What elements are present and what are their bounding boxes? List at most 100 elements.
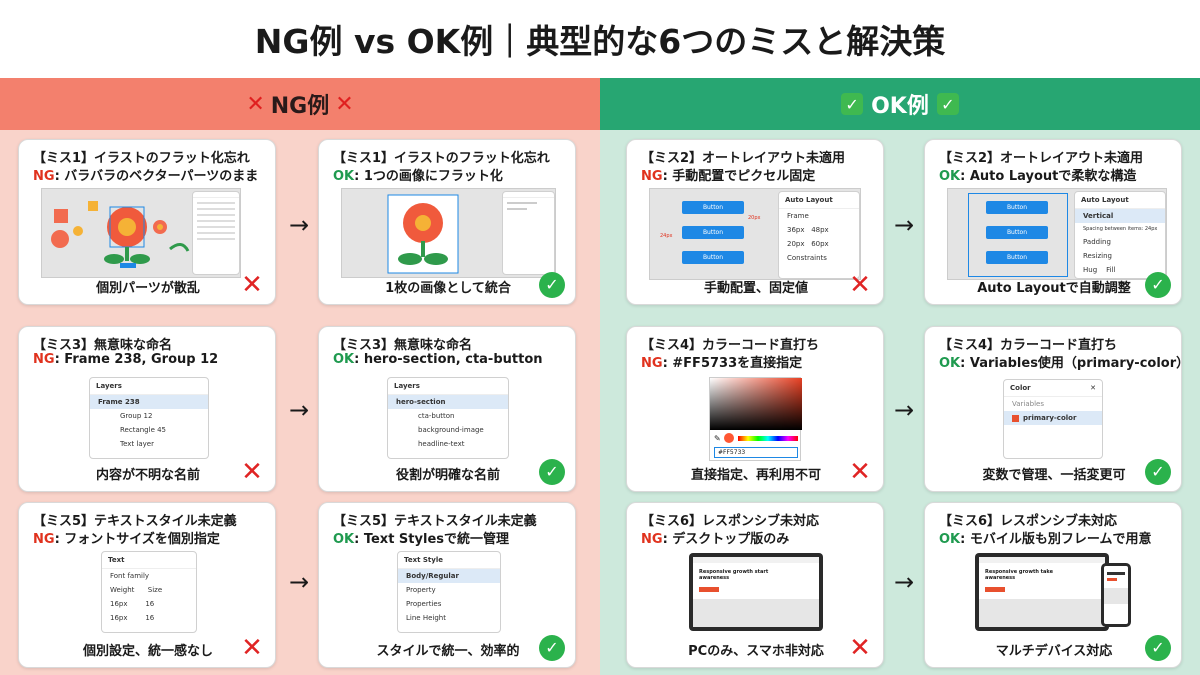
text-properties-panel: Text Font family Weight Size 16px 16 16p… <box>101 551 197 633</box>
button-mock: Button <box>986 201 1048 214</box>
ok-check-icon: ✓ <box>1145 459 1171 485</box>
check-box-icon: ✓ <box>936 93 959 115</box>
color-gradient-field[interactable] <box>710 378 802 430</box>
text-style-item[interactable]: Body/Regular <box>398 569 500 583</box>
close-icon[interactable]: ✕ <box>1090 384 1096 392</box>
card-title: 【ミス3】無意味な命名 <box>333 338 473 353</box>
text-panel-title: Text <box>102 552 196 569</box>
card-title: 【ミス5】テキストスタイル未定義 <box>333 514 537 529</box>
button-mock: Button <box>682 226 744 239</box>
layer-row[interactable]: hero-section <box>388 395 508 409</box>
layer-row[interactable]: Text layer <box>120 440 154 448</box>
card-caption: 個別パーツが散乱 <box>96 281 200 296</box>
cross-mark-icon: ✕ <box>335 91 354 117</box>
constraints-section: Constraints <box>787 254 827 262</box>
card-title: 【ミス3】無意味な命名 <box>33 338 173 353</box>
eyedropper-icon[interactable]: ✎ <box>714 434 721 443</box>
layer-row[interactable]: Rectangle 45 <box>120 426 167 434</box>
card-title: 【ミス5】テキストスタイル未定義 <box>33 514 237 529</box>
color-swatch <box>1012 414 1019 422</box>
layers-panel: Layers hero-section cta-button backgroun… <box>387 377 509 459</box>
layers-panel-mini <box>502 191 555 275</box>
auto-layout-title: Auto Layout <box>1075 192 1165 209</box>
desktop-screen: Responsive growth start awareness <box>693 557 819 627</box>
illustration-canvas <box>41 188 241 278</box>
card-title: 【ミス1】イラストのフラット化忘れ <box>333 151 550 166</box>
layers-panel-title: Layers <box>388 378 508 395</box>
ok-banner: ✓ OK例 ✓ <box>600 78 1200 130</box>
card-desc: NG: デスクトップ版のみ <box>641 532 790 547</box>
layer-row[interactable]: Group 12 <box>120 412 153 420</box>
card-m3-ng: 【ミス3】無意味な命名 NG: Frame 238, Group 12 Laye… <box>18 326 276 492</box>
layer-row[interactable]: Frame 238 <box>90 395 208 409</box>
arrow-right-icon: → <box>893 396 915 424</box>
color-picker[interactable]: ✎ #FF5733 <box>709 377 802 461</box>
frame-fields[interactable]: 20px 60px <box>787 240 829 248</box>
ng-banner: ✕ NG例 ✕ <box>0 78 600 130</box>
card-m2-ok: 【ミス2】オートレイアウト未適用 OK: Auto Layoutで柔軟な構造 B… <box>924 139 1182 305</box>
spacing-label: 24px <box>660 233 673 239</box>
card-title: 【ミス6】レスポンシブ未対応 <box>939 514 1118 529</box>
hue-slider[interactable] <box>738 436 798 441</box>
layout-canvas: Button Button Button Auto Layout Vertica… <box>947 188 1167 280</box>
arrow-right-icon: → <box>288 568 310 596</box>
illustration-canvas <box>341 188 556 278</box>
card-title: 【ミス4】カラーコード直打ち <box>641 338 820 353</box>
size-fields[interactable]: 16px 16 <box>110 614 155 622</box>
card-m5-ng: 【ミス5】テキストスタイル未定義 NG: フォントサイズを個別指定 Text F… <box>18 502 276 668</box>
card-caption: 内容が不明な名前 <box>95 468 200 483</box>
card-desc: NG: Frame 238, Group 12 <box>33 352 219 367</box>
check-box-icon: ✓ <box>841 93 864 115</box>
resizing-fields[interactable]: Hug Fill <box>1083 266 1116 274</box>
ok-check-icon: ✓ <box>1145 272 1171 298</box>
hero-text: Responsive growth take awareness <box>985 569 1054 581</box>
weight-size-labels: Weight Size <box>110 586 163 594</box>
card-m5-ok: 【ミス5】テキストスタイル未定義 OK: Text Stylesで統一管理 Te… <box>318 502 576 668</box>
ng-cross-icon: ✕ <box>849 633 871 663</box>
card-caption: スタイルで統一、効率的 <box>376 644 520 659</box>
card-m6-ok: 【ミス6】レスポンシブ未対応 OK: モバイル版も別フレームで用意 Respon… <box>924 502 1182 668</box>
card-m3-ok: 【ミス3】無意味な命名 OK: hero-section, cta-button… <box>318 326 576 492</box>
card-title: 【ミス1】イラストのフラット化忘れ <box>33 151 250 166</box>
card-desc: NG: #FF5733を直接指定 <box>641 356 803 371</box>
ok-check-icon: ✓ <box>539 459 565 485</box>
card-desc: OK: 1つの画像にフラット化 <box>333 169 503 184</box>
card-caption: 直接指定、再利用不可 <box>690 468 821 483</box>
mobile-mockup <box>1101 563 1131 627</box>
hex-input[interactable]: #FF5733 <box>714 447 798 458</box>
direction-select[interactable]: Vertical <box>1075 209 1165 223</box>
card-m2-ng: 【ミス2】オートレイアウト未適用 NG: 手動配置でピクセル固定 Button … <box>626 139 884 305</box>
spacing-label: Spacing between items: 24px <box>1083 226 1158 232</box>
layer-row[interactable]: background-image <box>418 426 484 434</box>
text-style-item[interactable]: Line Height <box>406 614 446 622</box>
card-caption: PCのみ、スマホ非対応 <box>688 644 824 659</box>
size-fields[interactable]: 16px 16 <box>110 600 155 608</box>
text-style-panel: Text Style Body/Regular Property Propert… <box>397 551 501 633</box>
layout-canvas: Button Button Button 20px 24px Auto Layo… <box>649 188 861 280</box>
card-caption: 手動配置、固定値 <box>703 281 808 296</box>
card-caption: Auto Layoutで自動調整 <box>977 281 1131 296</box>
resizing-section: Resizing <box>1083 252 1112 260</box>
layer-row[interactable]: headline-text <box>418 440 465 448</box>
card-title: 【ミス4】カラーコード直打ち <box>939 338 1118 353</box>
card-title: 【ミス6】レスポンシブ未対応 <box>641 514 820 529</box>
layer-row[interactable]: cta-button <box>418 412 455 420</box>
text-style-item[interactable]: Properties <box>406 600 442 608</box>
page-title: NG例 vs OK例｜典型的な6つのミスと解決策 <box>254 22 946 61</box>
ok-check-icon: ✓ <box>1145 635 1171 661</box>
ng-cross-icon: ✕ <box>241 270 263 300</box>
padding-toggle[interactable]: Padding <box>1083 238 1111 246</box>
card-m4-ok: 【ミス4】カラーコード直打ち OK: Variables使用（primary-c… <box>924 326 1182 492</box>
color-variables-panel: Color✕ Variables primary-color <box>1003 379 1103 459</box>
text-style-item[interactable]: Property <box>406 586 436 594</box>
card-title: 【ミス2】オートレイアウト未適用 <box>939 151 1144 166</box>
text-style-panel-title: Text Style <box>398 552 500 569</box>
card-desc: NG: 手動配置でピクセル固定 <box>641 169 816 184</box>
card-m6-ng: 【ミス6】レスポンシブ未対応 NG: デスクトップ版のみ Responsive … <box>626 502 884 668</box>
desktop-mockup: Responsive growth take awareness <box>975 553 1109 631</box>
layers-panel-title: Layers <box>90 378 208 395</box>
font-family-field[interactable]: Font family <box>110 572 150 580</box>
variable-row[interactable]: primary-color <box>1004 411 1102 425</box>
ng-cross-icon: ✕ <box>241 457 263 487</box>
frame-fields[interactable]: 36px 48px <box>787 226 829 234</box>
